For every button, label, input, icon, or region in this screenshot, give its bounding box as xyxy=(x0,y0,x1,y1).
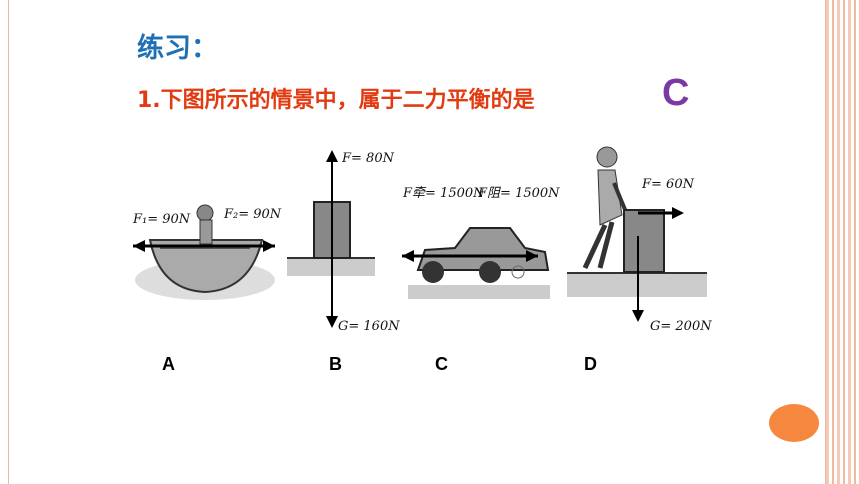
force-label-a-left: F₁= 90N xyxy=(132,212,191,227)
question-text: 1.下图所示的情景中，属于二力平衡的是 xyxy=(137,88,535,113)
force-label-c-left: F牵= 1500N xyxy=(402,186,485,201)
arrow-up-icon xyxy=(326,150,338,162)
arrow-right-icon xyxy=(526,250,538,262)
option-label-a: A xyxy=(162,354,175,374)
car-wheel xyxy=(479,261,501,283)
force-label-d-bottom: G= 200N xyxy=(650,319,712,334)
arrow-right-icon xyxy=(263,240,275,252)
option-label-d: D xyxy=(584,354,597,374)
option-label-b: B xyxy=(329,354,342,374)
box xyxy=(623,209,665,273)
force-label-b-top: F= 80N xyxy=(341,151,395,166)
boat-figure xyxy=(135,204,275,300)
car-wheel xyxy=(422,261,444,283)
person-figure xyxy=(582,146,628,270)
road xyxy=(408,285,550,299)
slide-frame xyxy=(8,0,826,484)
car-body xyxy=(416,227,550,271)
decorative-stripes xyxy=(826,0,860,484)
arrow-right-icon xyxy=(672,207,684,219)
option-label-c: C xyxy=(435,354,448,374)
accent-circle xyxy=(769,404,819,442)
arrow-left-icon xyxy=(133,240,145,252)
page-title: 练习： xyxy=(137,33,218,64)
force-label-b-bottom: G= 160N xyxy=(338,319,400,334)
force-label-d-right: F= 60N xyxy=(641,177,695,192)
force-label-a-right: F₂= 90N xyxy=(223,207,282,222)
answer-text: C xyxy=(662,72,690,114)
arrow-down-icon xyxy=(326,316,338,328)
force-label-c-right: F阻= 1500N xyxy=(477,186,560,201)
arrow-left-icon xyxy=(402,250,414,262)
arrow-down-icon xyxy=(632,310,644,322)
